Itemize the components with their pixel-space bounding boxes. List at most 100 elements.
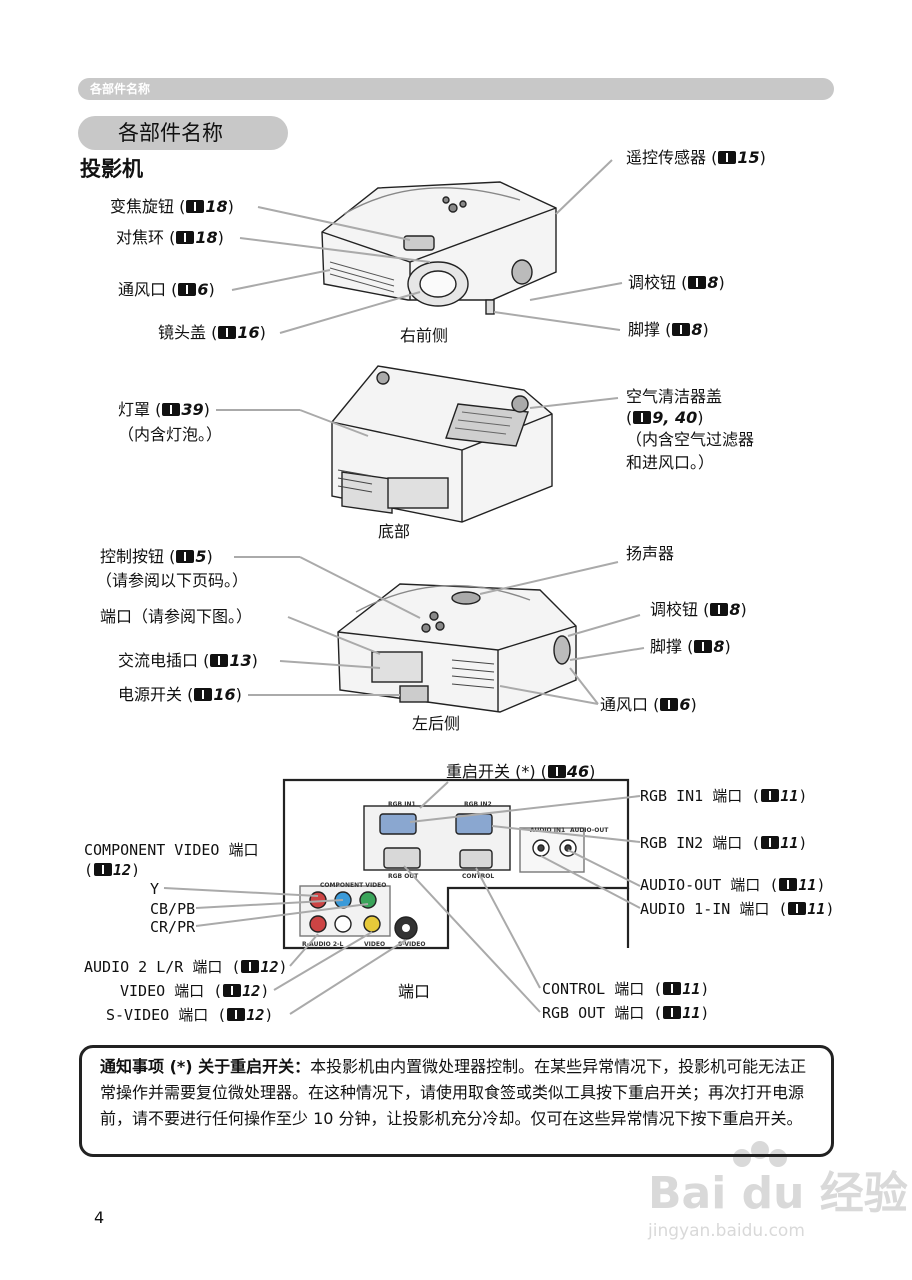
page-ref: 8 (691, 320, 703, 339)
book-icon (779, 878, 798, 891)
book-icon (218, 326, 237, 339)
label-text: 镜头盖 ( (158, 323, 218, 342)
label-text: 遥控传感器 ( (626, 148, 718, 167)
label-video: VIDEO 端口 (12) (120, 982, 270, 1000)
label-audio2: AUDIO 2 L/R 端口 (12) (84, 958, 288, 976)
label-control-buttons: 控制按钮 (5) (100, 547, 213, 566)
page-ref: 6 (197, 280, 209, 299)
book-icon (176, 231, 195, 244)
label-adjuster-front: 调校钮 (8) (628, 273, 725, 292)
label-adjuster-rear: 调校钮 (8) (650, 600, 747, 619)
label-text: 电源开关 ( (118, 685, 194, 704)
label-control-port: CONTROL 端口 (11) (542, 980, 710, 998)
label-cr-pr: CR/PR (150, 918, 196, 936)
label-reset-switch: 重启开关 (*) (46) (446, 762, 596, 781)
label-remote-sensor: 遥控传感器 (15) (626, 148, 766, 167)
label-text: 通风口 ( (600, 695, 660, 714)
label-audio-in1: AUDIO 1-IN 端口 (11) (640, 900, 835, 918)
label-text: RGB IN1 端口 ( (640, 787, 761, 805)
port-panel-illustration (282, 778, 630, 950)
label-text: 脚撑 ( (628, 320, 672, 339)
book-icon (241, 960, 260, 973)
projector-bottom-illustration (331, 365, 553, 523)
label-lens-cover: 镜头盖 (16) (158, 323, 266, 342)
section-title-pill: 各部件名称 (78, 116, 288, 150)
page-ref: 8 (729, 600, 741, 619)
label-text: 调校钮 ( (628, 273, 688, 292)
book-icon (186, 200, 205, 213)
page-ref: 11 (682, 1004, 701, 1022)
label-focus-ring: 对焦环 (18) (116, 228, 224, 247)
book-icon (178, 283, 197, 296)
book-icon (761, 789, 780, 802)
panel-text-audio-in: AUDIO IN1 (530, 827, 565, 834)
book-icon (710, 603, 729, 616)
page-ref: 12 (242, 982, 261, 1000)
caption-ports: 端口 (398, 982, 431, 1001)
label-ports: 端口（请参阅下图。） (100, 607, 253, 626)
label-text: AUDIO 2 L/R 端口 ( (84, 958, 241, 976)
panel-text-svideo: S-VIDEO (398, 941, 425, 948)
projector-front-illustration (321, 181, 557, 315)
book-icon (663, 1006, 682, 1019)
book-icon (210, 654, 229, 667)
label-text: 控制按钮 ( (100, 547, 176, 566)
label-text: RGB OUT 端口 ( (542, 1004, 663, 1022)
label-speaker: 扬声器 (626, 544, 675, 563)
notice-title: 通知事项 (*) 关于重启开关： (100, 1057, 311, 1076)
page-ref: 18 (195, 228, 218, 247)
book-icon (162, 403, 181, 416)
label-lamp-cover: 灯罩 (39) (118, 400, 210, 419)
notice-body: 本投影机由内置微处理器控制。在某些异常情况下，投影机可能无法正常操作并需要复位微… (100, 1057, 807, 1128)
header-band: 各部件名称 (78, 78, 834, 100)
page-ref: 6 (679, 695, 691, 714)
book-icon (223, 984, 242, 997)
book-icon (761, 836, 780, 849)
label-text: VIDEO 端口 ( (120, 982, 223, 1000)
reset-notice-box: 通知事项 (*) 关于重启开关：本投影机由内置微处理器控制。在某些异常情况下，投… (79, 1045, 834, 1157)
page-ref: 11 (780, 834, 799, 852)
label-foot-rear: 脚撑 (8) (650, 637, 731, 656)
panel-text-control: CONTROL (462, 873, 494, 880)
label-zoom-knob: 变焦旋钮 (18) (110, 197, 234, 216)
book-icon (694, 640, 713, 653)
label-vent-rear: 通风口 (6) (600, 695, 697, 714)
projector-rear-illustration (337, 583, 577, 713)
page-ref: 5 (195, 547, 207, 566)
caption-rear: 左后侧 (412, 714, 461, 733)
label-text: AUDIO 1-IN 端口 ( (640, 900, 788, 918)
label-text: 灯罩 ( (118, 400, 162, 419)
label-text: 变焦旋钮 ( (110, 197, 186, 216)
page-number: 4 (94, 1208, 105, 1227)
label-cb-pb: CB/PB (150, 900, 196, 918)
page-ref: 11 (807, 900, 826, 918)
air-filter-note-1: （内含空气过滤器 (626, 430, 755, 449)
book-icon (547, 765, 566, 778)
page-ref: 39 (181, 400, 204, 419)
page-ref: 8 (707, 273, 719, 292)
header-band-text: 各部件名称 (90, 82, 151, 96)
book-icon (94, 863, 113, 876)
label-text: 对焦环 ( (116, 228, 176, 247)
page-ref: 13 (229, 651, 252, 670)
book-icon (194, 688, 213, 701)
book-icon (176, 550, 195, 563)
book-icon (788, 902, 807, 915)
label-component-pages: (12) (84, 861, 141, 879)
label-air-filter-pages: (9, 40) (626, 408, 704, 427)
lamp-cover-note: （内含灯泡。） (118, 425, 223, 444)
panel-text-rgb-in1: RGB IN1 (388, 801, 416, 808)
page-ref: 12 (260, 958, 279, 976)
label-text: CONTROL 端口 ( (542, 980, 663, 998)
page-ref: 11 (780, 787, 799, 805)
label-rgb-in2: RGB IN2 端口 (11) (640, 834, 808, 852)
control-buttons-note: （请参阅以下页码。） (96, 571, 249, 590)
label-ac-inlet: 交流电插口 (13) (118, 651, 258, 670)
caption-front: 右前侧 (400, 326, 449, 345)
label-text: 重启开关 (*) ( (446, 762, 547, 781)
page-ref: 12 (246, 1006, 265, 1024)
label-y: Y (150, 880, 160, 898)
page-ref: 11 (798, 876, 817, 894)
label-power-switch: 电源开关 (16) (118, 685, 242, 704)
book-icon (672, 323, 691, 336)
